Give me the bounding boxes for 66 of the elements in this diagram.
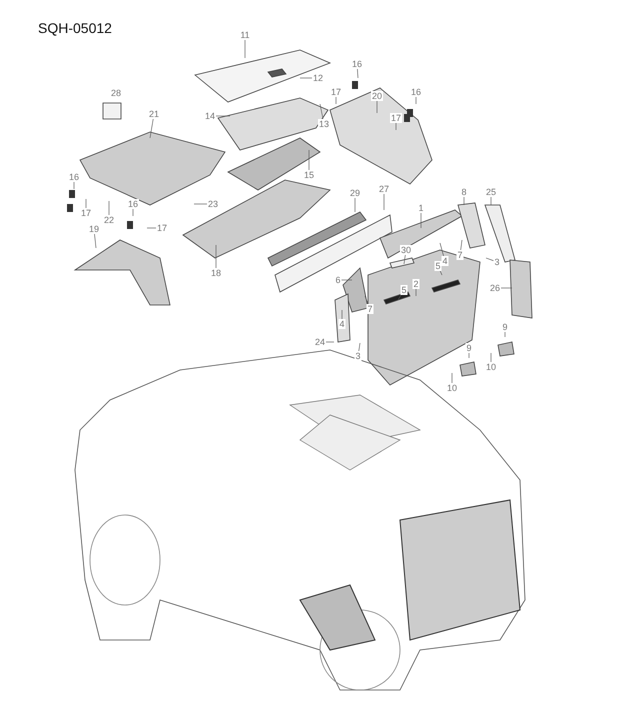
leader-line [357,68,358,78]
leader-line [376,100,378,114]
callout-number: 28 [110,88,122,98]
callout-number: 13 [318,119,330,129]
callout-number: 30 [400,245,412,255]
callout-number: 16 [127,199,139,209]
callout-number: 10 [446,383,458,393]
callout-number: 20 [371,91,383,101]
callout-number: 1 [418,203,424,213]
callout-number: 16 [68,172,80,182]
callout-number: 25 [485,187,497,197]
leader-line [308,150,310,170]
callout-number: 3 [354,351,362,361]
leader-line [504,332,506,338]
callout-number: 5 [400,285,408,295]
leader-line [460,240,462,250]
callout-number: 14 [204,111,216,121]
callout-number: 19 [88,224,100,234]
leader-line [244,40,246,58]
callout-number: 24 [314,337,326,347]
callout-number: 9 [502,322,508,332]
callout-number: 29 [349,188,361,198]
callout-number: 10 [485,362,497,372]
callout-number: 4 [442,256,448,266]
leader-line [108,200,110,216]
callout-number: 11 [239,30,251,40]
callout-number: 5 [434,261,442,271]
callout-number: 17 [156,223,168,233]
leader-line [486,258,494,261]
leader-line [420,212,422,228]
drawing-number: SQH-05012 [38,20,112,36]
leader-line [440,242,444,256]
leader-line [320,104,324,120]
callout-number: 2 [412,279,420,289]
leader-line [358,342,360,352]
callout-number: 17 [80,208,92,218]
callout-number: 9 [466,343,472,353]
leader-line [354,198,356,212]
leader-line [440,270,442,276]
callout-number: 3 [494,257,500,267]
callout-number: 17 [390,113,402,123]
leader-line [398,294,402,300]
callout-number: 23 [207,199,219,209]
callout-number: 8 [460,187,468,197]
callout-number: 16 [351,59,363,69]
callout-number: 16 [410,87,422,97]
callout-number: 6 [334,275,342,285]
callout-number: 27 [378,184,390,194]
leader-line [404,254,406,264]
callout-number: 21 [148,109,160,119]
callout-number: 17 [330,87,342,97]
leader-line [468,352,470,358]
callout-number: 7 [456,250,464,260]
leader-line [94,234,96,248]
leader-line [132,208,134,216]
callout-number: 4 [338,319,346,329]
callout-number: 22 [103,215,115,225]
callout-number: 15 [303,170,315,180]
callout-number: 7 [366,304,374,314]
leader-line [490,352,492,362]
callout-number: 12 [312,73,324,83]
leader-line [150,118,154,138]
callout-number: 26 [489,283,501,293]
leader-line [490,196,492,206]
leader-line [364,296,368,304]
callout-number: 18 [210,268,222,278]
